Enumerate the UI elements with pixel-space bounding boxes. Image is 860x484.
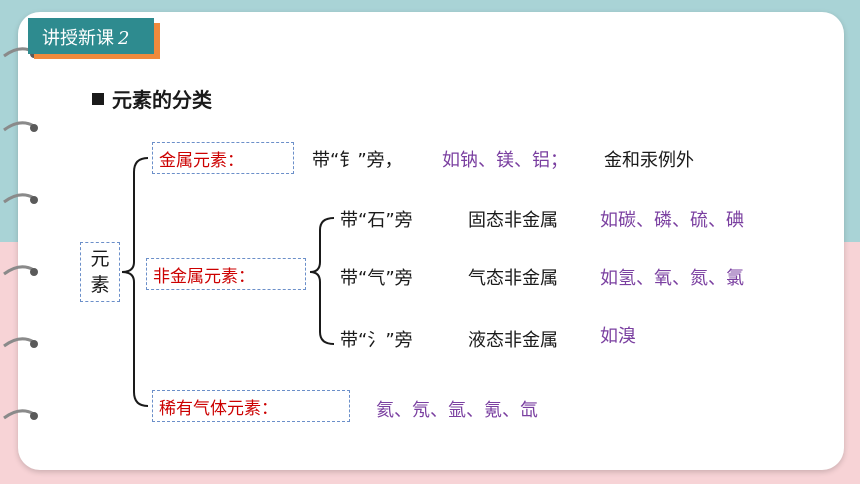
nonmetal-row-3-state: 液态非金属: [468, 330, 558, 351]
metal-label: 金属元素：: [159, 151, 244, 171]
nonmetal-label: 非金属元素：: [153, 267, 255, 287]
noble-examples: 氦、氖、氩、氪、氙: [376, 400, 538, 421]
noble-label-box: 稀有气体元素：: [152, 390, 350, 422]
root-label-line2: 素: [90, 274, 110, 296]
metal-radical: 带“钅”旁，: [312, 150, 403, 171]
nonmetal-label-box: 非金属元素：: [146, 258, 306, 290]
nonmetal-row-1-radical: 带“石”旁: [340, 210, 413, 231]
metal-exception: 金和汞例外: [604, 150, 694, 171]
root-element-box: 元 素: [80, 242, 120, 302]
square-bullet-icon: [92, 93, 104, 105]
nonmetal-row-1-state: 固态非金属: [468, 210, 558, 231]
metal-examples: 如钠、镁、铝；: [442, 150, 568, 171]
main-brace: [121, 157, 149, 407]
binder-rings-icon: [3, 47, 38, 420]
nonmetal-brace: [309, 217, 335, 345]
root-label-line1: 元: [90, 248, 110, 270]
metal-label-box: 金属元素：: [152, 142, 294, 174]
nonmetal-row-3-examples: 如溴: [600, 326, 636, 347]
nonmetal-row-1-examples: 如碳、磷、硫、碘: [600, 210, 744, 231]
page-title-text: 元素的分类: [112, 88, 212, 112]
section-tag-number: 2: [118, 28, 130, 49]
page-title: 元素的分类: [92, 84, 212, 113]
content-card: [18, 12, 844, 470]
nonmetal-row-2-examples: 如氢、氧、氮、氯: [600, 268, 744, 289]
nonmetal-row-2-state: 气态非金属: [468, 268, 558, 289]
nonmetal-row-3-radical: 带“氵”旁: [340, 330, 413, 351]
section-tag-text: 讲授新课: [42, 28, 114, 49]
nonmetal-row-2-radical: 带“气”旁: [340, 268, 413, 289]
noble-label: 稀有气体元素：: [159, 399, 278, 419]
